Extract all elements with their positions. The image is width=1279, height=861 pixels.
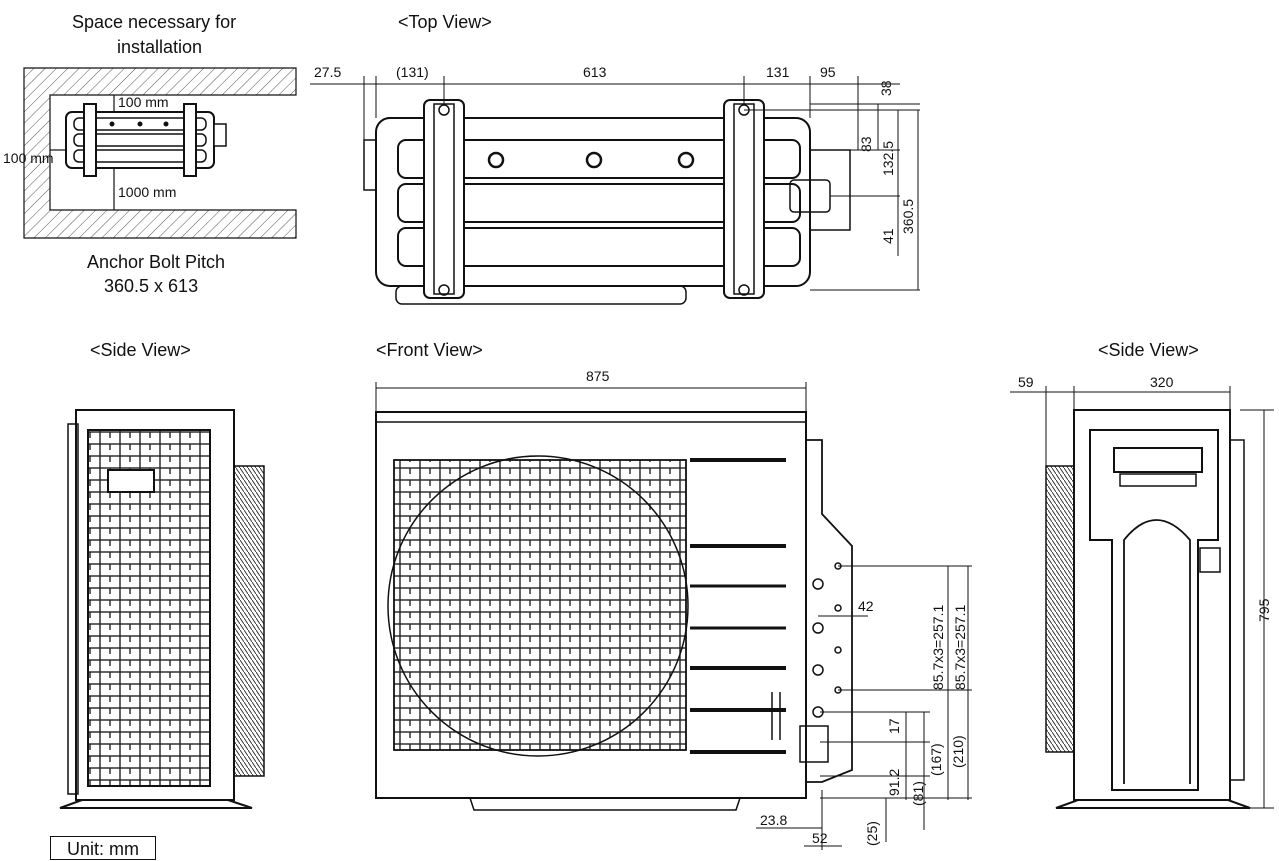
- dim-17: 17: [886, 718, 902, 734]
- dim-59: 59: [1018, 374, 1034, 390]
- dim-83: 83: [858, 136, 874, 152]
- dim-131-bracket: (131): [396, 64, 429, 80]
- unit-label: Unit: mm: [50, 836, 156, 860]
- clearance-top-label: 100 mm: [118, 94, 169, 110]
- dim-257-1-a: 85.7x3=257.1: [930, 604, 946, 690]
- side-view-left-title: <Side View>: [90, 340, 191, 360]
- clearance-front-label: 1000 mm: [118, 184, 177, 200]
- side-view-right-title: <Side View>: [1098, 340, 1199, 360]
- dim-52: 52: [812, 830, 828, 846]
- install-title-line2: installation: [117, 37, 203, 57]
- anchor-bolt-value: 360.5 x 613: [104, 276, 199, 296]
- dim-42: 42: [858, 598, 874, 614]
- top-view-title: <Top View>: [398, 12, 492, 32]
- install-title-line1: Space necessary for: [72, 12, 237, 32]
- dim-167: (167): [928, 743, 944, 776]
- dim-81: (81): [910, 781, 926, 806]
- dim-360-5: 360.5: [900, 198, 916, 234]
- dim-131: 131: [766, 64, 790, 80]
- dim-132-5: 132.5: [880, 140, 896, 176]
- dim-795: 795: [1256, 598, 1272, 622]
- installation-clearance-diagram: [23, 67, 297, 239]
- dim-210: (210): [950, 735, 966, 768]
- dim-875: 875: [586, 368, 610, 384]
- right-side-view-drawing: [1010, 386, 1274, 809]
- dim-613: 613: [583, 64, 607, 80]
- dim-25: (25): [864, 821, 880, 846]
- dim-38: 38: [878, 80, 894, 96]
- dim-27-5: 27.5: [314, 64, 342, 80]
- top-view-drawing: [310, 76, 920, 305]
- clearance-left-label: 100 mm: [3, 150, 54, 166]
- front-view-title: <Front View>: [376, 340, 483, 360]
- dim-95: 95: [820, 64, 836, 80]
- anchor-bolt-title: Anchor Bolt Pitch: [87, 252, 226, 272]
- left-side-view-drawing: [59, 409, 265, 809]
- dim-23-8: 23.8: [760, 812, 788, 828]
- dim-91-2: 91.2: [886, 768, 902, 796]
- front-view-drawing: [375, 382, 972, 850]
- dim-257-1-b: 85.7x3=257.1: [952, 604, 968, 690]
- dim-41: 41: [880, 228, 896, 244]
- dim-320: 320: [1150, 374, 1174, 390]
